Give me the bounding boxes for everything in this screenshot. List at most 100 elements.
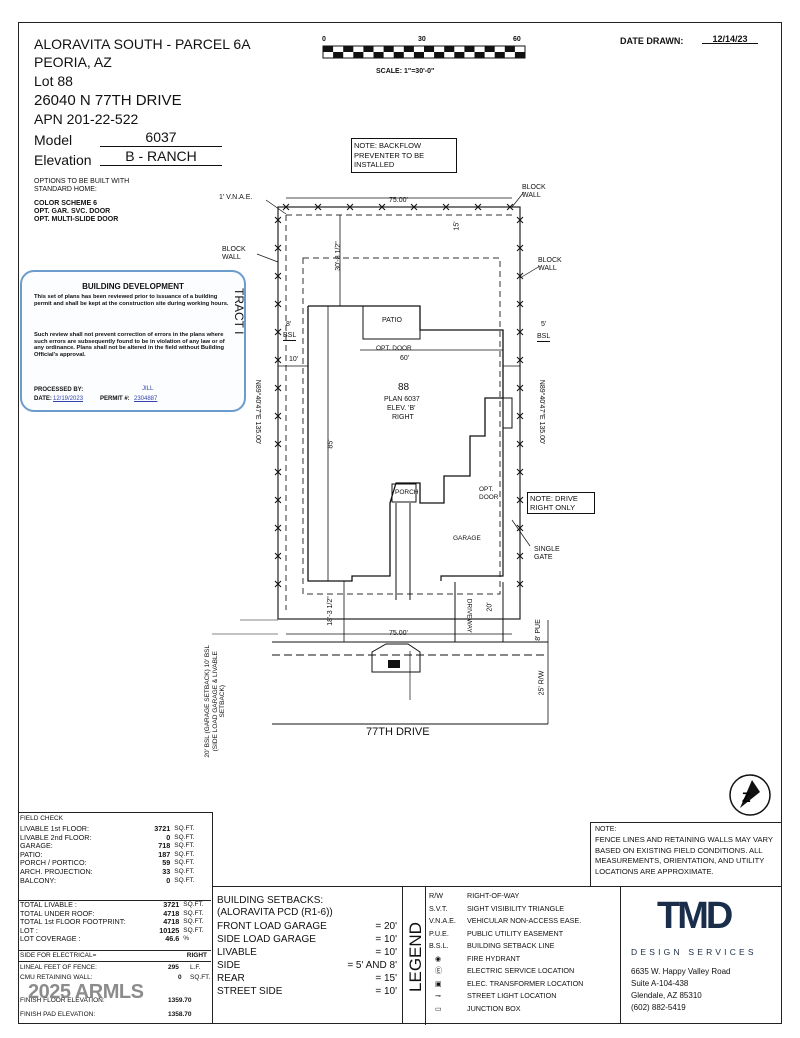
wall-tick xyxy=(274,300,282,308)
wall-tick xyxy=(274,440,282,448)
dim-top-label: 75.00' xyxy=(389,197,408,204)
scale-segment xyxy=(413,52,424,58)
fence-value: 295 xyxy=(168,964,179,971)
legend-text: SIGHT VISIBILITY TRIANGLE xyxy=(467,903,565,913)
scale-label: SCALE: 1"=30'-0" xyxy=(376,68,435,75)
area1-unit: SQ.FT. xyxy=(174,876,195,884)
pad-elevation-value: 1358.70 xyxy=(168,1011,192,1018)
area1-label: PATIO: xyxy=(20,849,43,859)
driveway-label: DRIVEWAY xyxy=(465,598,473,633)
retaining-unit: SQ.FT. xyxy=(190,974,211,981)
stamp-processed-value: JILL xyxy=(142,386,154,392)
wall-tick xyxy=(516,356,524,364)
setback-value: = 10' xyxy=(375,947,397,958)
dim-5-label: 5' xyxy=(541,321,547,328)
dim-18-label: 18'-3 1/2" xyxy=(326,596,334,626)
area1-unit: SQ.FT. xyxy=(174,867,195,875)
wall-tick xyxy=(516,524,524,532)
legend-title: LEGEND xyxy=(406,922,425,992)
address: 26040 N 77TH DRIVE xyxy=(34,92,182,109)
legend-text: VEHICULAR NON-ACCESS EASE. xyxy=(467,916,582,925)
company-name: DESIGN SERVICES xyxy=(631,947,757,957)
area2-label: TOTAL UNDER ROOF: xyxy=(20,908,95,918)
area2-label: TOTAL 1st FLOOR FOOTPRINT: xyxy=(20,917,126,927)
stamp-para-1: This set of plans has been reviewed prio… xyxy=(34,294,229,307)
electrical-value: RIGHT xyxy=(186,952,207,959)
elevation-label: Elevation xyxy=(34,152,92,168)
scale-segment xyxy=(333,52,344,58)
setbacks-box: BUILDING SETBACKS: (ALORAVITA PCD (R1-6)… xyxy=(213,886,403,1024)
wall-tick xyxy=(474,203,482,211)
scale-segment xyxy=(484,46,495,52)
wall-tick xyxy=(516,440,524,448)
option-2: OPT. GAR. SVC. DOOR xyxy=(34,208,111,215)
area2-row: LOT COVERAGE :46.6% xyxy=(18,935,211,944)
scale-segment xyxy=(343,46,354,52)
scale-segment xyxy=(514,52,525,58)
area1-unit: SQ.FT. xyxy=(174,833,195,841)
left-setbacks-label: 20' BSL (GARAGE SETBACK) 10' BSL (SIDE L… xyxy=(203,644,226,758)
drive-note: NOTE: DRIVE RIGHT ONLY xyxy=(527,492,595,514)
stamp-date-label: DATE: xyxy=(34,396,52,402)
legend-text: ELECTRIC SERVICE LOCATION xyxy=(467,966,575,975)
area1-label: BALCONY: xyxy=(20,875,56,885)
subdivision-title: ALORAVITA SOUTH - PARCEL 6A xyxy=(34,36,251,52)
area1-label: ARCH. PROJECTION: xyxy=(20,866,93,876)
rw-label: 25' R/W xyxy=(538,670,546,696)
bearing-right: N89°40'47"E 135.00' xyxy=(538,379,546,445)
wall-tick xyxy=(442,203,450,211)
tract-label: TRACT I xyxy=(232,288,246,335)
porch-outline xyxy=(391,483,417,503)
block-wall-label-2: BLOCK WALL xyxy=(538,257,562,272)
meter-box xyxy=(388,660,400,668)
area2-unit: SQ.FT. xyxy=(183,909,204,917)
note-text: FENCE LINES AND RETAINING WALLS MAY VARY… xyxy=(595,835,773,876)
area2-label: LOT COVERAGE : xyxy=(20,934,81,944)
scale-segment xyxy=(424,46,435,52)
area2-unit: % xyxy=(183,935,190,943)
wall-tick xyxy=(516,496,524,504)
leader-block-wall-1 xyxy=(511,191,525,208)
dim-10-label: 10' xyxy=(289,356,299,363)
date-drawn-label: DATE DRAWN: xyxy=(620,36,684,46)
scale-segment xyxy=(444,46,455,52)
svg-text:Z: Z xyxy=(742,789,751,805)
lot-number-label: 88 xyxy=(398,382,410,393)
wall-tick xyxy=(274,244,282,252)
legend-text: JUNCTION BOX xyxy=(467,1003,521,1013)
scale-segment xyxy=(373,52,384,58)
model-label: Model xyxy=(34,132,73,148)
scale-segment xyxy=(403,46,414,52)
area1-unit: SQ.FT. xyxy=(174,859,195,867)
house-footprint xyxy=(307,305,504,582)
wall-tick xyxy=(410,203,418,211)
wall-tick xyxy=(282,203,290,211)
legend-abbr: B.S.L. xyxy=(429,941,449,950)
scale-tick-0: 0 xyxy=(322,36,326,43)
area1-value: 59 xyxy=(162,858,171,868)
wall-tick xyxy=(274,496,282,504)
setback-value: = 10' xyxy=(375,986,397,997)
wall-tick xyxy=(314,203,322,211)
block-wall-label-3: BLOCK WALL xyxy=(222,246,246,261)
leader-gate xyxy=(511,519,531,547)
wall-tick xyxy=(378,203,386,211)
area2-label: LOT : xyxy=(20,925,38,935)
area1-unit: SQ.FT. xyxy=(174,842,195,850)
wall-tick xyxy=(274,552,282,560)
scale-segment xyxy=(393,52,404,58)
model-value: 6037 xyxy=(100,129,222,147)
note-title: NOTE: xyxy=(595,826,617,833)
options-title: OPTIONS TO BE BUILT WITH STANDARD HOME: xyxy=(34,178,130,193)
legend-text: RIGHT-OF-WAY xyxy=(467,891,520,900)
floor-elevation-value: 1359.70 xyxy=(168,997,192,1004)
wall-tick xyxy=(274,468,282,476)
area2-value: 4718 xyxy=(163,908,180,918)
legend-abbr: R/W xyxy=(429,891,443,900)
wall-tick xyxy=(516,216,524,224)
setback-value: = 20' xyxy=(375,921,397,932)
